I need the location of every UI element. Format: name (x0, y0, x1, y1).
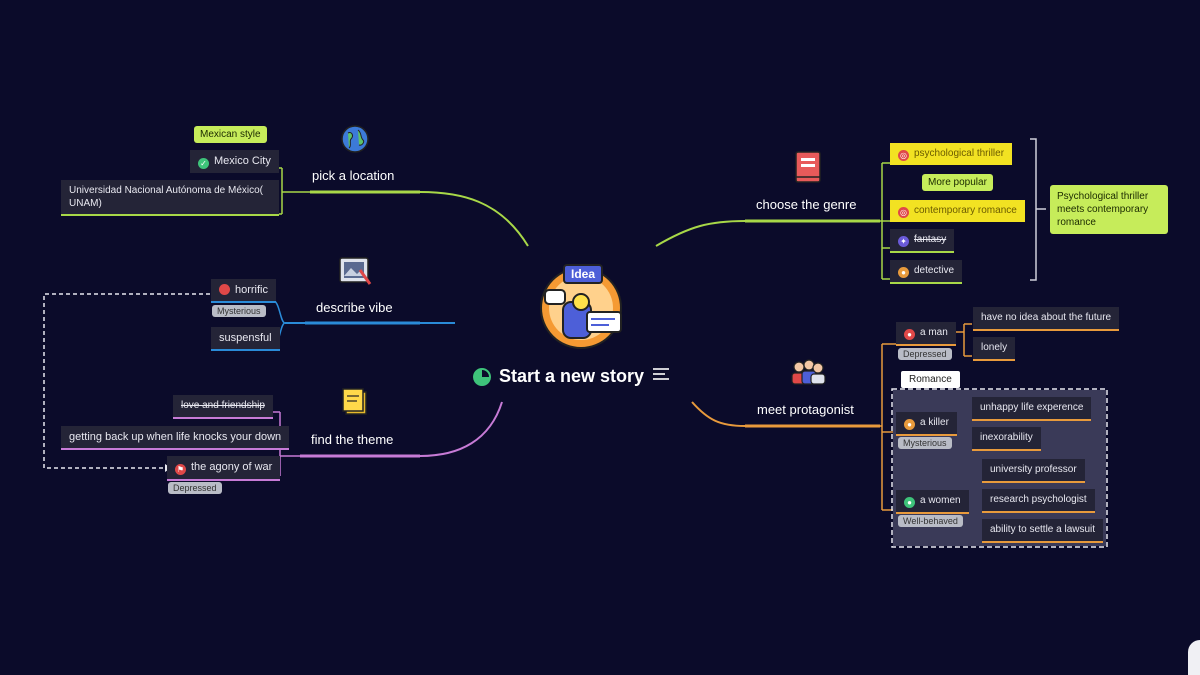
romance-boundary-label[interactable]: Romance (901, 371, 960, 388)
sticky-note-icon (341, 388, 369, 421)
red-circle-icon (219, 284, 230, 295)
trait-unhappy-life[interactable]: unhappy life experence (972, 397, 1092, 421)
node-mexico-city-label: Mexico City (214, 155, 271, 167)
connector-theme (419, 401, 503, 457)
node-a-killer[interactable]: ● a killer (896, 412, 957, 436)
node-contemporary-romance[interactable]: ◎ contemporary romance (890, 200, 1025, 222)
node-a-women-label: a women (920, 495, 961, 506)
trait-research-psychologist[interactable]: research psychologist (982, 489, 1095, 513)
trait-lonely[interactable]: lonely (973, 337, 1016, 361)
node-psychological-thriller[interactable]: ◎ psychological thriller (890, 143, 1013, 165)
tag-depressed-man[interactable]: Depressed (898, 348, 952, 360)
central-topic-title: Start a new story (499, 366, 645, 386)
flag-icon: ⚑ (175, 464, 186, 475)
person-icon: ● (904, 329, 915, 340)
genre-summary[interactable]: Psychological thriller meets contemporar… (1050, 185, 1168, 234)
target-icon: ◎ (898, 150, 909, 161)
central-topic[interactable]: Start a new story (473, 366, 670, 387)
node-detective[interactable]: ● detective (890, 260, 963, 284)
picture-frame-icon (338, 256, 372, 291)
node-fantasy[interactable]: ✦ fantasy (890, 229, 955, 253)
connector-protagonist (691, 401, 746, 427)
check-circle-icon: ✓ (198, 158, 209, 169)
globe-icon (340, 124, 370, 159)
node-mexico-city[interactable]: ✓ Mexico City (190, 150, 279, 173)
node-agony-of-war-label: the agony of war (191, 461, 273, 473)
node-psychological-thriller-label: psychological thriller (914, 148, 1005, 159)
magnifier-icon: ● (898, 267, 909, 278)
connector-location-items (270, 167, 310, 215)
node-getting-back-up[interactable]: getting back up when life knocks your do… (61, 426, 290, 450)
tag-depressed-war[interactable]: Depressed (168, 482, 222, 494)
node-fantasy-label: fantasy (914, 234, 947, 245)
branch-pick-location[interactable]: pick a location (312, 168, 395, 183)
node-contemporary-romance-label: contemporary romance (914, 205, 1017, 216)
node-detective-label: detective (914, 265, 955, 276)
person-icon: ● (904, 497, 915, 508)
person-icon: ● (904, 419, 915, 430)
node-horrific-label: horrific (235, 284, 269, 296)
mexican-style-callout[interactable]: Mexican style (194, 126, 267, 143)
trait-settle-lawsuit[interactable]: ability to settle a lawsuit (982, 519, 1104, 543)
node-a-man-label: a man (920, 327, 948, 338)
connector-location (419, 191, 529, 247)
people-group-icon (788, 358, 828, 391)
trait-inexorability[interactable]: inexorability (972, 427, 1041, 451)
target-icon: ◎ (898, 207, 909, 218)
genre-summary-bracket (1030, 138, 1046, 281)
more-popular-callout[interactable]: More popular (922, 174, 993, 191)
idea-badge: Idea (563, 264, 604, 284)
relation-dashed (43, 293, 210, 469)
connector-genre (655, 220, 746, 247)
trait-university-professor[interactable]: university professor (982, 459, 1085, 483)
romance-boundary-outline (891, 388, 1108, 548)
node-university[interactable]: Universidad Nacional Autónoma de México(… (61, 180, 279, 216)
branch-describe-vibe[interactable]: describe vibe (316, 300, 393, 315)
tag-mysterious-killer[interactable]: Mysterious (898, 437, 952, 449)
tag-mysterious-horrific[interactable]: Mysterious (212, 305, 266, 317)
idea-illustration-icon: Idea (535, 262, 627, 354)
trait-no-idea-future[interactable]: have no idea about the future (973, 307, 1120, 331)
tag-well-behaved-women[interactable]: Well-behaved (898, 515, 963, 527)
sparkle-icon: ✦ (898, 236, 909, 247)
node-horrific[interactable]: horrific (211, 279, 277, 303)
node-a-man[interactable]: ● a man (896, 322, 956, 346)
branch-choose-genre[interactable]: choose the genre (756, 197, 857, 212)
connector-genre-items (880, 162, 890, 280)
notes-lines-icon[interactable] (653, 367, 670, 386)
connector-protagonist-items (880, 343, 896, 511)
connector-man-traits (956, 323, 972, 357)
node-a-killer-label: a killer (920, 417, 949, 428)
branch-meet-protagonist[interactable]: meet protagonist (757, 402, 854, 417)
node-a-women[interactable]: ● a women (896, 490, 969, 514)
progress-pie-icon (473, 367, 491, 386)
node-suspensful[interactable]: suspensful (211, 327, 280, 351)
node-agony-of-war[interactable]: ⚑ the agony of war (167, 456, 281, 481)
node-love-friendship[interactable]: love and friendship (173, 395, 273, 419)
branch-find-theme[interactable]: find the theme (311, 432, 394, 447)
page-corner-decoration (1188, 640, 1200, 675)
book-icon (793, 150, 823, 189)
